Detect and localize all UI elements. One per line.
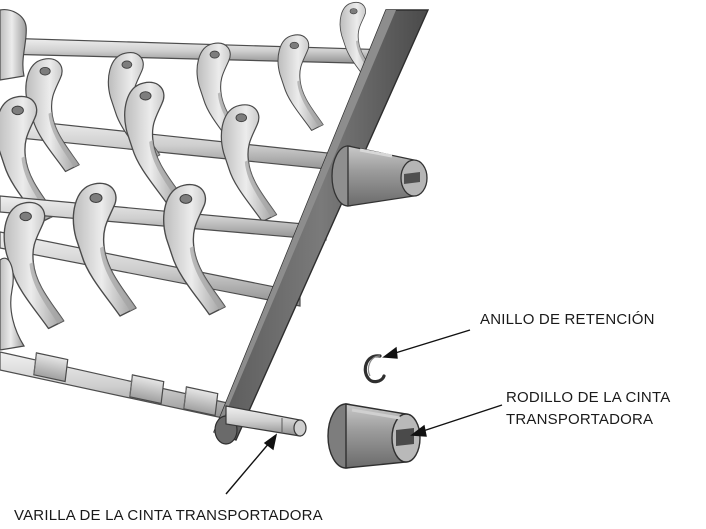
label-belt-roller-line2: TRANSPORTADORA [506,411,653,428]
label-belt-rod: VARILLA DE LA CINTA TRANSPORTADORA [14,507,323,524]
arrowhead-conveyor-rod [263,433,278,451]
front-cross-rod [0,351,233,421]
assembled-roller [331,145,428,207]
leader-lines [225,329,503,495]
leader-conveyor-rod [225,441,271,495]
side-rail [213,9,430,445]
label-retaining-ring: ANILLO DE RETENCIÓN [480,311,655,328]
leader-retaining-ring [391,329,471,355]
retaining-ring [363,354,386,384]
conveyor-belt-assembly [0,1,430,445]
belt-roller [327,403,421,469]
arrowhead-belt-roller [410,424,427,437]
leader-belt-roller [419,404,503,433]
conveyor-rod [225,405,307,437]
arrowhead-retaining-ring [382,346,398,359]
belt-links-left-edge [0,9,27,351]
label-belt-roller-line1: RODILLO DE LA CINTA [506,389,670,406]
